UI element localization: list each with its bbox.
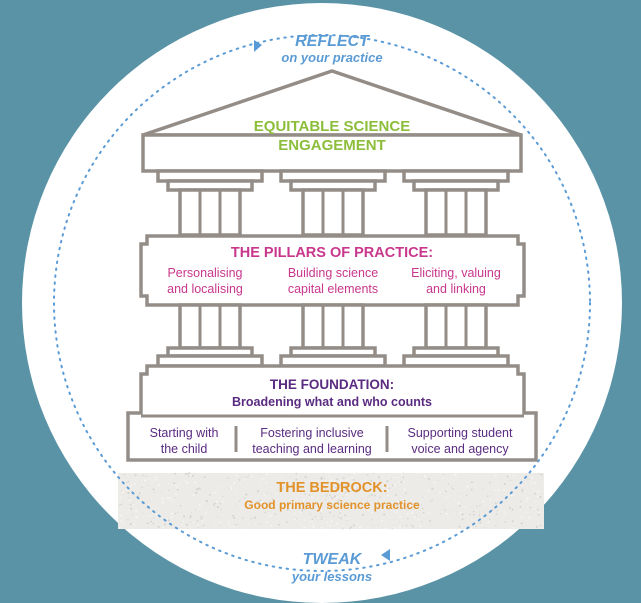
pillar-item-3-line2: and linking: [426, 282, 486, 296]
lower-shaft-left: [178, 303, 242, 350]
foundation-item-3-line1: Supporting student: [407, 426, 513, 440]
lower-shaft-right: [424, 303, 488, 350]
foundation-item-3-line2: voice and agency: [411, 442, 509, 456]
reflect-title: REFLECT: [295, 33, 369, 50]
tweak-subtitle: your lessons: [291, 569, 373, 584]
pillar-item-2-line1: Building science: [287, 266, 379, 280]
foundation-item-1-line1: Starting with: [149, 426, 219, 440]
bedrock-title: THE BEDROCK:: [276, 480, 388, 496]
foundation-subtitle: Broadening what and who counts: [232, 395, 432, 409]
reflect-arrow-icon: [254, 40, 262, 52]
upper-shaft-mid: [301, 188, 365, 237]
bedrock-band: [118, 473, 544, 529]
foundation-block: [126, 364, 538, 462]
foundation-title: THE FOUNDATION:: [269, 377, 395, 392]
bedrock-subtitle: Good primary science practice: [244, 498, 420, 512]
foundation-item-1-line2: the child: [160, 442, 208, 456]
pillar-item-1-line1: Personalising: [167, 266, 243, 280]
tweak-arrow-icon: [381, 549, 390, 561]
lower-shaft-mid: [301, 303, 365, 350]
foundation-item-2-line2: teaching and learning: [252, 442, 372, 456]
pillars-title: THE PILLARS OF PRACTICE:: [230, 245, 434, 261]
bedrock-texture: [117, 472, 544, 530]
roof-entablature: [141, 133, 523, 173]
tweak-title: TWEAK: [302, 551, 362, 568]
cycle-dotted-ring: [53, 34, 591, 572]
upper-shaft-left: [178, 188, 242, 237]
foundation-item-2-line1: Fostering inclusive: [260, 426, 364, 440]
reflect-subtitle: on your practice: [281, 50, 383, 65]
roof-title-line1: EQUITABLE SCIENCE: [253, 118, 411, 135]
pillars-panel: [139, 234, 526, 307]
pillar-item-1-line2: and localising: [167, 282, 243, 296]
pillar-item-2-line2: capital elements: [287, 282, 379, 296]
upper-shaft-right: [424, 188, 488, 237]
pillar-item-3-line1: Eliciting, valuing: [411, 266, 501, 280]
roof-title-line2: ENGAGEMENT: [278, 137, 386, 154]
